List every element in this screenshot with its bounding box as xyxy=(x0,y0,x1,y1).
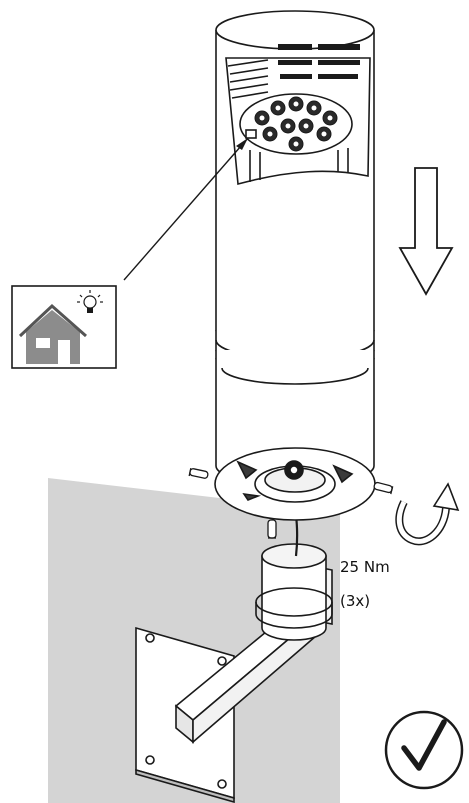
plate-screw xyxy=(145,633,155,643)
base-plate xyxy=(214,447,376,521)
screw-right xyxy=(373,481,394,495)
led-module xyxy=(239,93,353,155)
plate-screw xyxy=(145,755,155,765)
plate-screw xyxy=(217,779,227,789)
louvre-slats xyxy=(227,59,269,99)
torque-value: 25 Nm xyxy=(340,558,390,576)
house-with-lightbulb-icon xyxy=(11,285,117,369)
screw-bottom xyxy=(267,519,277,539)
luminaire xyxy=(188,10,394,539)
wall-bracket xyxy=(135,543,333,803)
leader-line xyxy=(123,137,249,281)
screw-left xyxy=(188,468,209,479)
luminaire-top-cap xyxy=(215,10,375,50)
inner-supports xyxy=(249,148,349,182)
led-switch xyxy=(245,129,257,139)
grill-blocks xyxy=(278,44,360,79)
plate-screw xyxy=(217,656,227,666)
down-arrow-icon xyxy=(398,167,454,296)
mount-cylinder xyxy=(261,555,327,641)
screws xyxy=(188,468,394,539)
screw-quantity: (3x) xyxy=(340,592,370,610)
checkmark-circle-icon xyxy=(384,710,464,790)
rotate-arrow-icon xyxy=(395,482,460,546)
